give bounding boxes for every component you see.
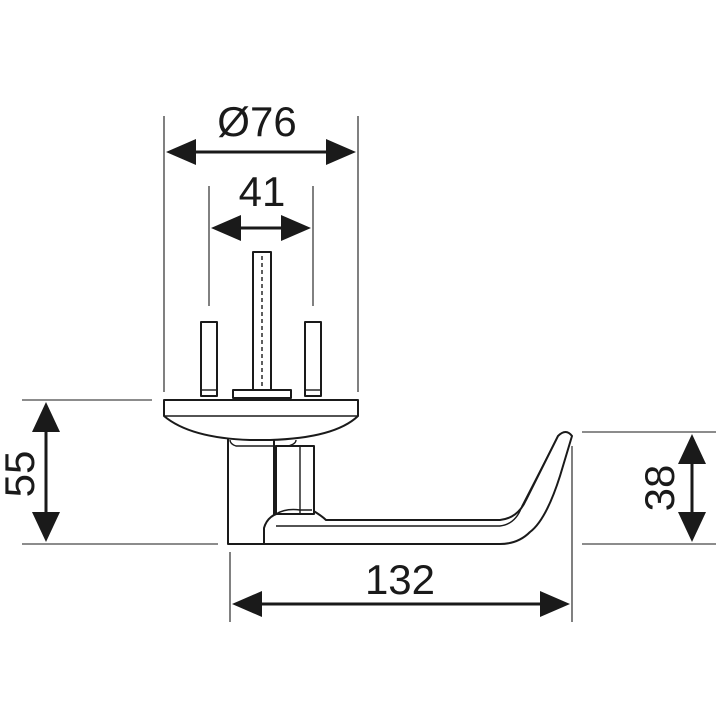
door-handle-drawing xyxy=(163,251,573,545)
dimension-length-label: 132 xyxy=(365,556,435,603)
dimension-handle-height: 38 xyxy=(636,434,706,542)
rose-plate xyxy=(163,399,359,441)
dimension-pin-spacing: 41 xyxy=(211,168,311,241)
dimension-diameter: Ø76 xyxy=(166,98,356,165)
dimension-length: 132 xyxy=(232,556,570,617)
dimension-handle-height-label: 38 xyxy=(636,465,683,512)
dimension-total-height-label: 55 xyxy=(0,451,43,498)
shank-fillet xyxy=(275,508,312,515)
dimension-diameter-label: Ø76 xyxy=(217,98,296,145)
rose-rim xyxy=(229,439,297,447)
right-pin xyxy=(304,321,322,397)
extension-lines xyxy=(22,116,716,622)
left-pin xyxy=(200,321,218,397)
dimension-total-height: 55 xyxy=(0,402,60,542)
lever-bend xyxy=(499,439,557,527)
lever-shank xyxy=(275,445,315,515)
spindle-washer xyxy=(232,389,292,399)
dimension-pin-spacing-label: 41 xyxy=(239,168,286,215)
